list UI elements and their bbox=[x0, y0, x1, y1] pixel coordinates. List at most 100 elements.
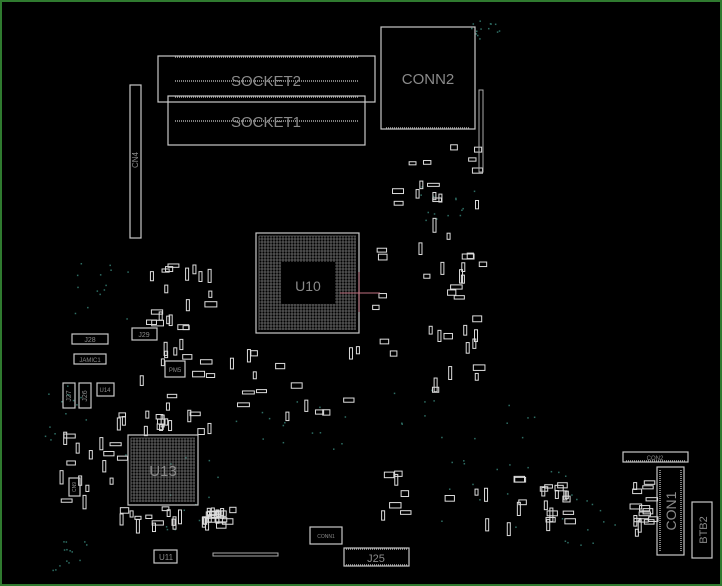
via bbox=[109, 264, 111, 267]
smd-part bbox=[168, 420, 173, 432]
smd-part bbox=[275, 362, 286, 370]
component-u13[interactable]: U13 bbox=[127, 434, 199, 506]
via bbox=[85, 419, 88, 421]
via bbox=[592, 542, 594, 544]
component-cn4[interactable]: CN4 bbox=[129, 84, 142, 239]
via bbox=[480, 28, 482, 30]
via bbox=[496, 31, 499, 33]
via bbox=[74, 312, 77, 315]
via bbox=[424, 401, 426, 403]
u10-label: U10 bbox=[295, 278, 321, 294]
component-u14[interactable]: U14 bbox=[96, 382, 115, 397]
component-u10[interactable]: U10 bbox=[255, 232, 380, 334]
via bbox=[311, 432, 314, 434]
j25-label: J25 bbox=[367, 553, 385, 565]
via bbox=[125, 454, 127, 456]
smd-part bbox=[215, 509, 220, 524]
via bbox=[564, 540, 567, 542]
smd-part bbox=[171, 518, 176, 526]
component-j27[interactable]: J27 bbox=[62, 382, 76, 409]
smd-part bbox=[102, 460, 107, 473]
smd-part bbox=[400, 490, 410, 498]
component-j29[interactable]: J29 bbox=[131, 327, 158, 341]
smd-part bbox=[229, 506, 237, 514]
via bbox=[515, 526, 517, 528]
smd-part bbox=[66, 460, 76, 466]
via bbox=[66, 560, 68, 562]
component-conn1[interactable]: CONN1 bbox=[309, 526, 343, 545]
smd-part bbox=[444, 495, 455, 502]
smd-part bbox=[478, 261, 488, 268]
smd-part bbox=[103, 450, 115, 457]
smd-part bbox=[229, 357, 234, 370]
via bbox=[77, 286, 79, 289]
via bbox=[479, 20, 481, 22]
smd-part bbox=[446, 232, 451, 240]
smd-part bbox=[207, 268, 212, 283]
via bbox=[84, 541, 86, 543]
con2-label: CON2 bbox=[647, 456, 664, 462]
smd-part bbox=[161, 268, 170, 273]
component-socket2[interactable]: SOCKET2 bbox=[157, 55, 376, 103]
smd-part bbox=[437, 329, 442, 342]
smd-part bbox=[474, 329, 479, 343]
smd-part bbox=[85, 484, 90, 492]
via bbox=[533, 416, 536, 419]
smd-part bbox=[389, 502, 402, 509]
smd-part bbox=[322, 409, 331, 416]
component-btb2[interactable]: BTB2 bbox=[691, 501, 713, 559]
via bbox=[425, 219, 427, 222]
smd-part bbox=[514, 476, 527, 483]
smd-part bbox=[255, 389, 267, 394]
component-con2[interactable]: CON2 bbox=[622, 451, 689, 463]
smd-part bbox=[161, 506, 170, 512]
smd-part bbox=[207, 422, 212, 435]
smd-part bbox=[543, 500, 548, 511]
smd-part bbox=[383, 471, 395, 479]
u14-label: U14 bbox=[99, 388, 111, 394]
component-j28[interactable]: J28 bbox=[71, 333, 109, 345]
via bbox=[103, 289, 106, 291]
smd-part bbox=[119, 507, 130, 514]
component-j25[interactable]: J25 bbox=[343, 547, 410, 567]
via bbox=[459, 214, 462, 217]
smd-part bbox=[167, 263, 180, 268]
smd-part bbox=[633, 482, 638, 490]
smd-part bbox=[189, 411, 201, 417]
smd-part bbox=[121, 416, 126, 426]
component-j26[interactable]: J26 bbox=[78, 382, 92, 409]
smd-part bbox=[185, 267, 190, 281]
smd-part bbox=[179, 338, 184, 351]
smd-part bbox=[208, 290, 213, 298]
via bbox=[420, 194, 422, 196]
smd-part bbox=[116, 417, 121, 431]
smd-part bbox=[423, 273, 431, 279]
component-u11[interactable]: U11 bbox=[153, 549, 178, 564]
cn9-label: CN9 bbox=[72, 482, 78, 492]
j27-label: J27 bbox=[66, 390, 73, 401]
via bbox=[49, 426, 51, 428]
via bbox=[127, 271, 129, 273]
component-con1[interactable]: CON1 bbox=[656, 466, 685, 556]
via bbox=[66, 548, 68, 551]
smd-part bbox=[418, 242, 423, 256]
smd-part bbox=[164, 418, 169, 426]
smd-part bbox=[59, 470, 64, 485]
smd-part bbox=[290, 382, 303, 389]
smd-part bbox=[557, 482, 568, 489]
component-conn2[interactable]: CONN2 bbox=[380, 26, 476, 130]
via bbox=[433, 400, 435, 402]
smd-part bbox=[544, 484, 553, 489]
component-cn9[interactable]: CN9 bbox=[68, 477, 81, 497]
via bbox=[564, 475, 567, 477]
smd-part bbox=[485, 518, 490, 532]
component-pm5[interactable]: PM5 bbox=[164, 360, 186, 378]
smd-part bbox=[172, 516, 177, 530]
smd-part bbox=[506, 522, 511, 537]
via bbox=[506, 422, 508, 424]
component-jamic1[interactable]: JAMIC1 bbox=[73, 353, 107, 365]
smd-part bbox=[164, 284, 169, 294]
component-socket1[interactable]: SOCKET1 bbox=[167, 95, 366, 146]
smd-part bbox=[428, 325, 433, 335]
